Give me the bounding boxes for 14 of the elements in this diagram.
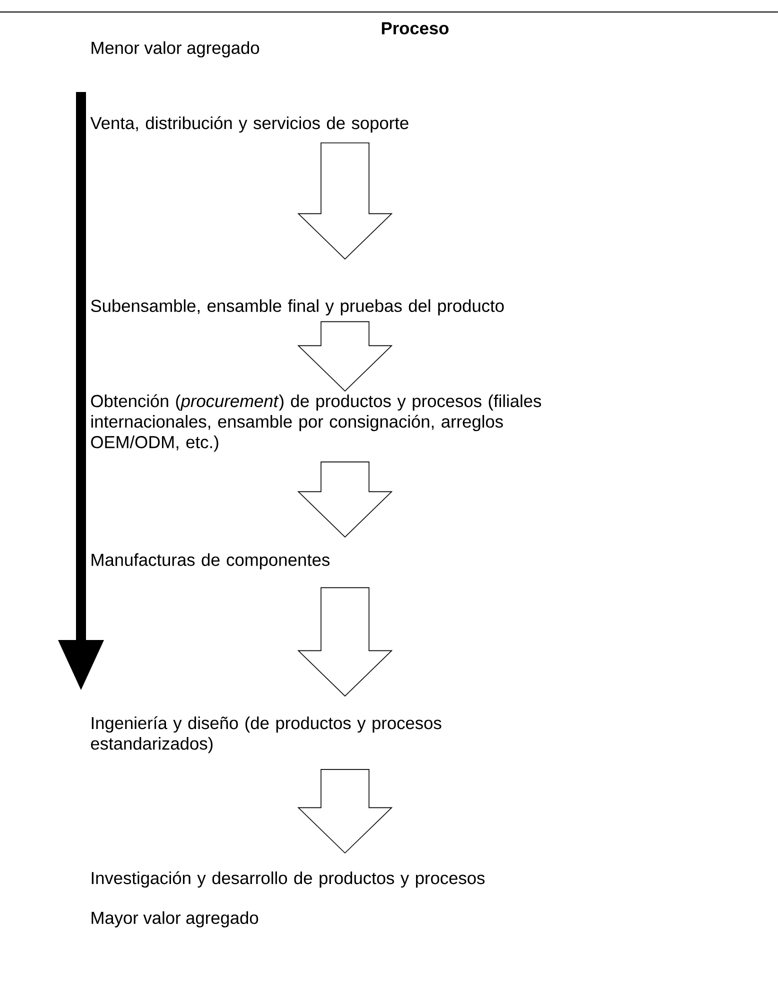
block-arrow xyxy=(297,462,393,538)
block-arrow xyxy=(297,769,393,854)
block-arrow xyxy=(297,142,393,260)
step-text: Manufacturas de componentes xyxy=(92,553,330,570)
step-text: Subensamble, ensamble final y pruebas del producto xyxy=(91,299,504,316)
block-arrow xyxy=(297,587,393,697)
step-text: Venta, distribución y servicios de soporte xyxy=(90,116,408,133)
step-text: Investigación y desarrollo de productos y procesos xyxy=(92,871,485,888)
value-label: Mayor valor agregado xyxy=(92,911,258,928)
block-arrow xyxy=(297,321,393,392)
step-text: Ingeniería y diseño (de productos y procesos estandarizados) xyxy=(91,716,442,754)
value-label: Menor valor agregado xyxy=(92,41,260,58)
step-text: Obtención (procurement) de productos y procesos (filiales internacionales, ensamble por consignación, arreglos OEM/ODM, etc.) xyxy=(91,394,542,452)
heading: Proceso xyxy=(382,22,449,34)
